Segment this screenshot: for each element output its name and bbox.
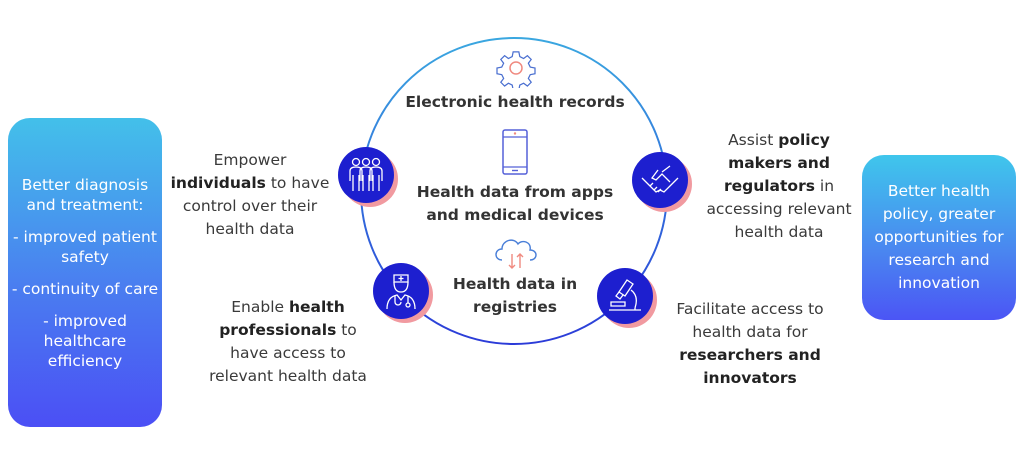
registries-label: Health data in registries	[452, 275, 578, 316]
caption-bold: researchers and innovators	[679, 346, 821, 387]
apps-label: Health data from apps and medical device…	[416, 183, 614, 224]
caption-text: to have access to relevant health data	[209, 321, 367, 385]
doctor-icon	[386, 274, 416, 310]
left-box-item: - improved patient safety	[13, 227, 157, 266]
caption-text: to have control over their health data	[182, 174, 330, 238]
caption-text: Enable	[231, 298, 285, 316]
handshake-icon	[641, 165, 679, 193]
individuals-badge	[338, 147, 398, 207]
caption-text: Facilitate access to health data for	[676, 300, 824, 341]
caption-text: Empower	[213, 151, 287, 169]
individuals-caption: Empower individuals to have control over…	[170, 149, 330, 241]
research-badge	[597, 268, 657, 328]
professionals-caption: Enable health professionals to have acce…	[208, 296, 368, 388]
left-box-title: Better diagnosis and treatment:	[21, 175, 149, 214]
research-caption: Facilitate access to health data for res…	[668, 298, 832, 390]
right-box-text: Better health policy, greater opportunit…	[874, 182, 1004, 292]
smartphone-icon	[502, 129, 528, 175]
cloud-sync-icon	[495, 239, 537, 269]
benefits-box-right: Better health policy, greater opportunit…	[862, 155, 1016, 320]
policy-badge	[632, 152, 692, 212]
left-box-item: - improved healthcare efficiency	[43, 311, 127, 370]
ehr-label: Electronic health records	[405, 93, 625, 111]
policy-caption: Assist policy makers and regulators in a…	[700, 129, 858, 244]
microscope-icon	[609, 279, 641, 311]
gear-icon	[496, 51, 536, 88]
left-box-item: - continuity of care	[11, 279, 159, 298]
caption-bold: policy makers and regulators	[723, 131, 830, 195]
caption-bold: individuals	[170, 174, 266, 192]
caption-text: Assist	[728, 131, 774, 149]
people-icon	[349, 157, 383, 191]
professionals-badge	[373, 263, 433, 323]
benefits-box-left: Better diagnosis and treatment: - improv…	[8, 118, 162, 427]
caption-text: in accessing relevant health data	[706, 177, 852, 241]
caption-bold: health professionals	[219, 298, 345, 339]
